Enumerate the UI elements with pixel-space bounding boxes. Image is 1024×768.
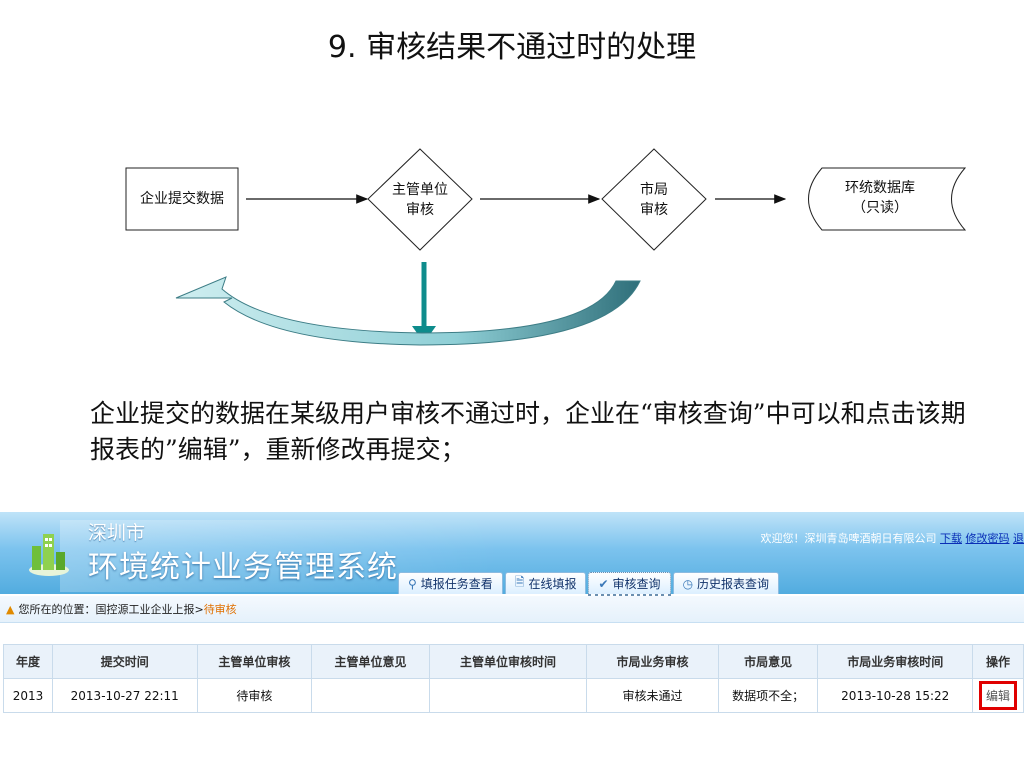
document-icon: 🗎 bbox=[514, 575, 525, 589]
breadcrumb-prefix: 您所在的位置： bbox=[18, 603, 96, 616]
check-icon: ✔ bbox=[598, 576, 609, 591]
cell-submit-time: 2013-10-27 22:11 bbox=[51, 678, 198, 713]
diamond-supervisor-label: 主管单位 审核 bbox=[370, 180, 470, 220]
col-year: 年度 bbox=[3, 644, 53, 679]
database-line2: （只读） bbox=[852, 200, 908, 216]
app-header: 深圳市 环境统计业务管理系统 欢迎您！深圳青岛啤酒朝日有限公司 下载 修改密码 … bbox=[0, 512, 1024, 597]
cell-city-opinion: 数据项不全； bbox=[717, 678, 819, 713]
building-logo-icon bbox=[29, 534, 69, 576]
app-window: 深圳市 环境统计业务管理系统 欢迎您！深圳青岛啤酒朝日有限公司 下载 修改密码 … bbox=[0, 512, 1024, 768]
return-curve-arrow bbox=[175, 276, 641, 346]
col-actions: 操作 bbox=[972, 644, 1024, 679]
welcome-text: 欢迎您！深圳青岛啤酒朝日有限公司 bbox=[760, 532, 937, 545]
col-city-review: 市局业务审核 bbox=[586, 644, 719, 679]
diamond-city-review bbox=[601, 148, 707, 251]
start-box-label: 企业提交数据 bbox=[140, 191, 224, 207]
database-label: 环统数据库 （只读） bbox=[820, 178, 940, 218]
cell-supervisor-opinion bbox=[311, 678, 430, 713]
col-supervisor-review: 主管单位审核 bbox=[196, 644, 313, 679]
database-shape bbox=[808, 167, 967, 231]
breadcrumb-current: 待审核 bbox=[203, 603, 237, 616]
database-line1: 环统数据库 bbox=[845, 180, 915, 196]
slide-description: 企业提交的数据在某级用户审核不通过时，企业在“审核查询”中可以和点击该期报表的”… bbox=[90, 399, 966, 464]
diamond-supervisor-line2: 审核 bbox=[406, 202, 434, 218]
tab-task-view-label: 填报任务查看 bbox=[420, 577, 493, 591]
history-icon: ◷ bbox=[682, 576, 694, 591]
tab-task-view[interactable]: ⚲ 填报任务查看 bbox=[398, 572, 503, 594]
diamond-supervisor-line1: 主管单位 bbox=[392, 182, 448, 198]
logout-link[interactable]: 退 bbox=[1013, 532, 1024, 545]
tab-history-query-label: 历史报表查询 bbox=[697, 577, 770, 591]
breadcrumb: ▲ 您所在的位置： 国控源工业企业上报 > 待审核 bbox=[0, 596, 1024, 623]
tab-review-query-label: 审核查询 bbox=[612, 577, 661, 591]
change-password-link[interactable]: 修改密码 bbox=[965, 532, 1010, 545]
system-name: 环境统计业务管理系统 bbox=[88, 550, 398, 585]
nav-tabs: ⚲ 填报任务查看 🗎 在线填报 ✔ 审核查询 ◷ 历史报表查询 bbox=[398, 572, 781, 597]
cell-city-review-time: 2013-10-28 15:22 bbox=[817, 678, 974, 713]
download-link[interactable]: 下载 bbox=[940, 532, 962, 545]
cell-supervisor-review-time bbox=[428, 678, 588, 713]
cell-supervisor-review: 待审核 bbox=[196, 678, 313, 713]
welcome-area: 欢迎您！深圳青岛啤酒朝日有限公司 下载 修改密码 退 bbox=[761, 530, 1024, 546]
diamond-city-line1: 市局 bbox=[640, 182, 668, 198]
slide-title: 9. 审核结果不通过时的处理 bbox=[327, 30, 697, 65]
tab-history-query[interactable]: ◷ 历史报表查询 bbox=[672, 572, 780, 594]
diamond-city-label: 市局 审核 bbox=[604, 180, 704, 220]
city-name: 深圳市 bbox=[88, 522, 146, 544]
col-city-review-time: 市局业务审核时间 bbox=[817, 644, 974, 679]
diamond-city-line2: 审核 bbox=[640, 202, 668, 218]
start-box bbox=[125, 167, 239, 231]
cell-actions: 编辑 bbox=[972, 678, 1024, 713]
table-header-row: 年度 提交时间 主管单位审核 主管单位意见 主管单位审核时间 市局业务审核 市局… bbox=[3, 644, 1024, 679]
home-icon: ▲ bbox=[6, 602, 15, 616]
diamond-supervisor-review bbox=[367, 148, 473, 251]
tab-online-fill[interactable]: 🗎 在线填报 bbox=[504, 572, 587, 594]
table-row: 2013 2013-10-27 22:11 待审核 审核未通过 数据项不全； 2… bbox=[3, 678, 1024, 713]
flow-diagram bbox=[125, 148, 967, 346]
breadcrumb-path[interactable]: 国控源工业企业上报 bbox=[95, 603, 195, 616]
tab-online-fill-label: 在线填报 bbox=[528, 577, 577, 591]
breadcrumb-separator: > bbox=[194, 602, 204, 616]
col-submit-time: 提交时间 bbox=[51, 644, 198, 679]
col-city-opinion: 市局意见 bbox=[717, 644, 819, 679]
cell-city-review: 审核未通过 bbox=[586, 678, 719, 713]
cell-year: 2013 bbox=[3, 678, 53, 713]
tab-review-query[interactable]: ✔ 审核查询 bbox=[588, 572, 671, 597]
search-icon: ⚲ bbox=[408, 576, 417, 591]
review-table: 年度 提交时间 主管单位审核 主管单位意见 主管单位审核时间 市局业务审核 市局… bbox=[3, 644, 1024, 713]
col-supervisor-opinion: 主管单位意见 bbox=[311, 644, 430, 679]
edit-button[interactable]: 编辑 bbox=[979, 681, 1018, 710]
col-supervisor-review-time: 主管单位审核时间 bbox=[428, 644, 588, 679]
